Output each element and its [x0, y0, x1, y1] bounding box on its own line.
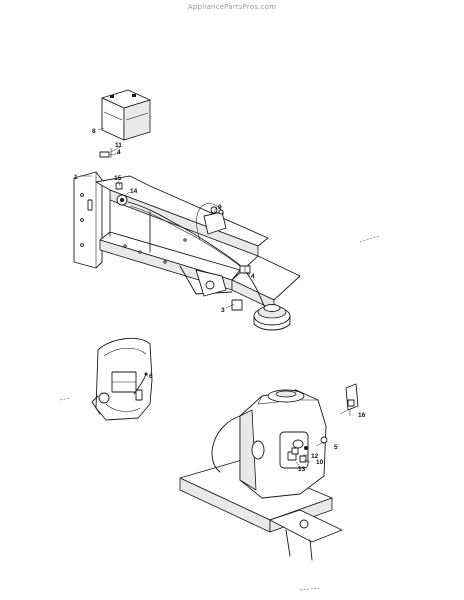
- callout-8: 8: [92, 128, 96, 135]
- callout-14: 14: [130, 188, 138, 195]
- background-guides: [59, 235, 381, 591]
- callout-12: 12: [311, 453, 319, 460]
- starter-assembly[interactable]: [231, 299, 291, 331]
- callout-4a: 4: [117, 149, 121, 156]
- solenoid[interactable]: [203, 206, 227, 235]
- engine[interactable]: [91, 337, 153, 421]
- key[interactable]: [345, 383, 359, 416]
- dash-switches[interactable]: [291, 446, 308, 463]
- callout-15: 15: [114, 175, 122, 182]
- battery[interactable]: [101, 89, 151, 141]
- connector[interactable]: [239, 265, 251, 274]
- wire-harness[interactable]: [127, 201, 269, 317]
- battery-hold-down[interactable]: [99, 148, 112, 158]
- dash-panel-assembly[interactable]: [179, 389, 343, 561]
- callout-10: 10: [316, 459, 324, 466]
- callout-4b: 4: [251, 273, 255, 280]
- leader-lines: [80, 127, 353, 469]
- callout-9: 9: [218, 204, 222, 211]
- callout-16: 16: [358, 412, 366, 419]
- watermark: AppliancePartsPros.com: [187, 3, 277, 11]
- callout-13: 13: [298, 466, 306, 473]
- callout-1: 1: [74, 174, 78, 181]
- callout-3: 3: [221, 307, 225, 314]
- callout-5: 5: [334, 444, 338, 451]
- callout-6: 6: [149, 373, 153, 380]
- tractor-frame[interactable]: [73, 171, 301, 311]
- ignition-switch[interactable]: [115, 182, 128, 206]
- callout-11: 11: [115, 142, 122, 149]
